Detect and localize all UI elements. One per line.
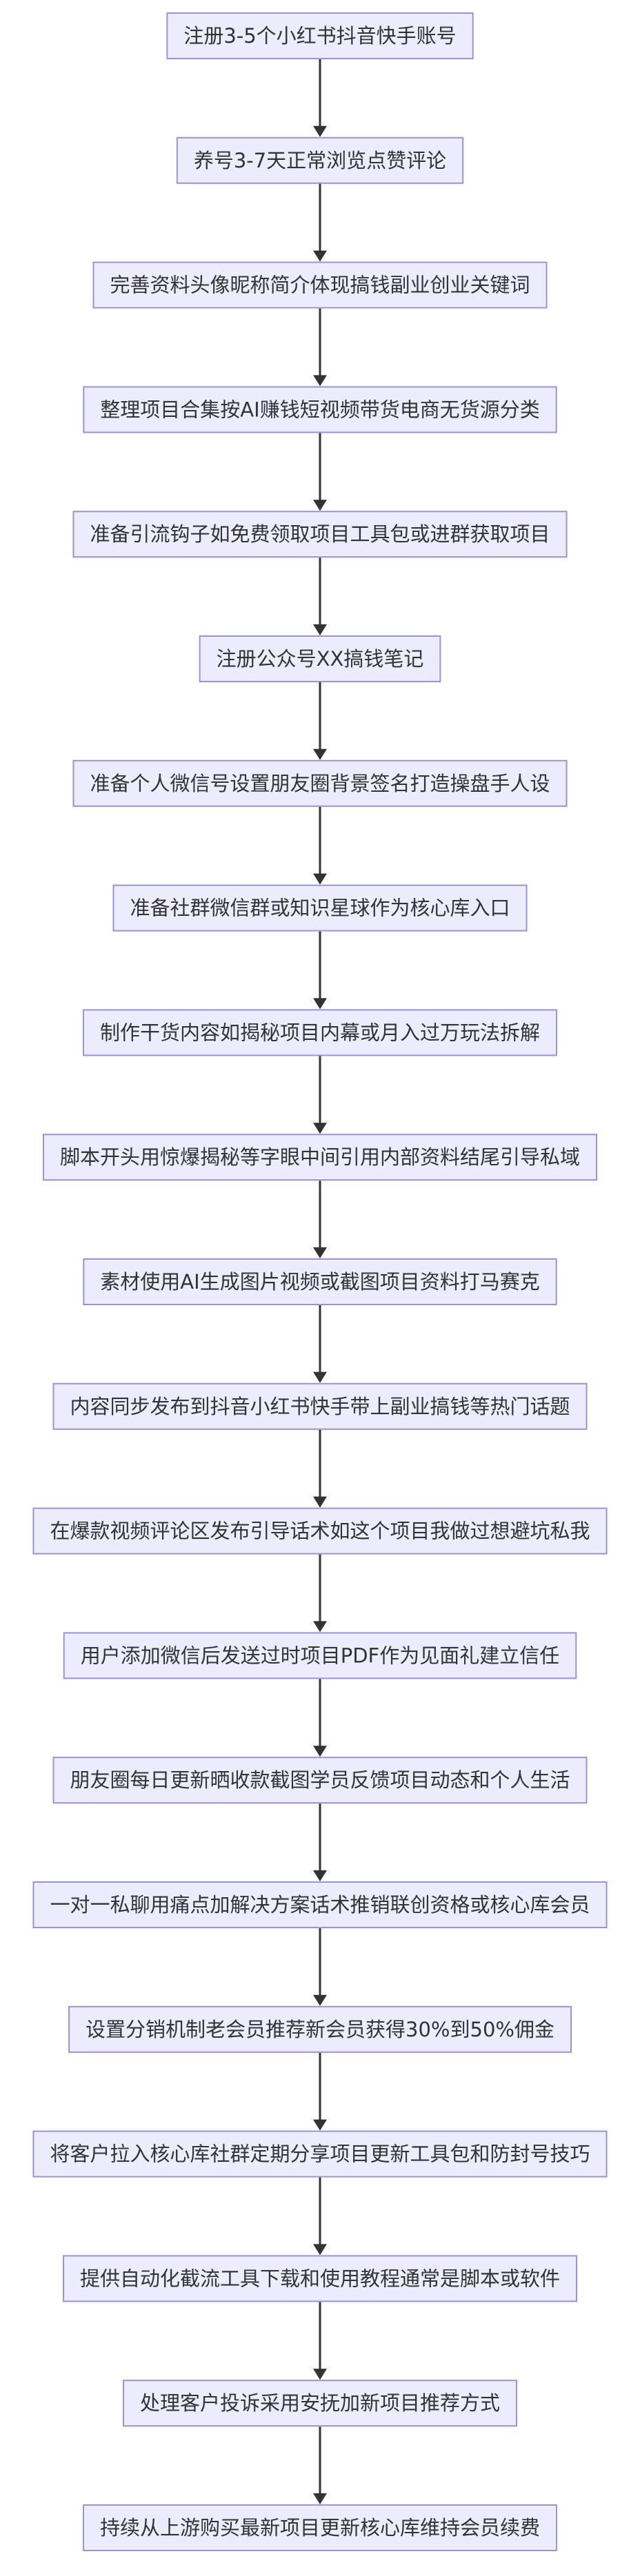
flow-node-box bbox=[122, 2380, 518, 2427]
flowchart-nodes: 注册3-5个小红书抖音快手账号养号3-7天正常浏览点赞评论完善资料头像昵称简介体… bbox=[32, 12, 608, 2551]
flow-node: 整理项目合集按AI赚钱短视频带货电商无货源分类 bbox=[83, 386, 557, 433]
flow-node-label: 设置分销机制老会员推荐新会员获得30%到50%佣金 bbox=[86, 2018, 554, 2041]
flow-node-box bbox=[199, 635, 441, 682]
flow-arrowhead bbox=[313, 375, 327, 387]
flow-arrowhead bbox=[313, 998, 327, 1010]
flow-node: 处理客户投诉采用安抚加新项目推荐方式 bbox=[122, 2380, 518, 2427]
flow-node-box bbox=[68, 2005, 572, 2053]
flow-node-box bbox=[72, 759, 568, 807]
flow-node-label: 准备个人微信号设置朋友圈背景签名打造操盘手人设 bbox=[90, 772, 550, 795]
flow-node-label: 用户添加微信后发送过时项目PDF作为见面礼建立信任 bbox=[81, 1644, 560, 1667]
flow-node-box bbox=[32, 1507, 608, 1555]
flow-node-label: 养号3-7天正常浏览点赞评论 bbox=[194, 149, 446, 172]
flow-node-label: 整理项目合集按AI赚钱短视频带货电商无货源分类 bbox=[100, 398, 539, 421]
flow-node-label: 在爆款视频评论区发布引导话术如这个项目我做过想避坑私我 bbox=[50, 1520, 590, 1543]
flow-arrowhead bbox=[313, 1247, 327, 1258]
flow-node-label: 准备引流钩子如免费领取项目工具包或进群获取项目 bbox=[90, 522, 550, 546]
flow-node-box bbox=[112, 884, 528, 932]
flow-node-label: 脚本开头用惊爆揭秘等字眼中间引用内部资料结尾引导私域 bbox=[60, 1145, 580, 1169]
flow-node-box bbox=[82, 1009, 558, 1056]
flow-node-label: 持续从上游购买最新项目更新核心库维持会员续费 bbox=[100, 2516, 540, 2539]
flow-arrowhead bbox=[313, 125, 327, 137]
flow-node: 素材使用AI生成图片视频或截图项目资料打马赛克 bbox=[83, 1258, 557, 1305]
flow-node: 提供自动化截流工具下载和使用教程通常是脚本或软件 bbox=[62, 2255, 578, 2302]
flow-arrowhead bbox=[313, 500, 327, 511]
flow-node-box bbox=[62, 2255, 578, 2302]
flow-node-label: 注册公众号XX搞钱笔记 bbox=[217, 647, 424, 671]
flow-node-box bbox=[32, 1881, 608, 1928]
flow-node-label: 素材使用AI生成图片视频或截图项目资料打马赛克 bbox=[100, 1270, 539, 1294]
flow-node: 将客户拉入核心库社群定期分享项目更新工具包和防封号技巧 bbox=[32, 2130, 608, 2178]
flow-node: 用户添加微信后发送过时项目PDF作为见面礼建立信任 bbox=[63, 1632, 577, 1679]
flow-node: 注册3-5个小红书抖音快手账号 bbox=[166, 12, 474, 59]
flow-node-label: 准备社群微信群或知识星球作为核心库入口 bbox=[130, 897, 510, 920]
flow-node-box bbox=[82, 2504, 558, 2551]
flow-arrowhead bbox=[313, 2493, 327, 2504]
flow-node-box bbox=[32, 2130, 608, 2178]
flow-arrowhead bbox=[313, 1123, 327, 1134]
flow-node-label: 朋友圈每日更新晒收款截图学员反馈项目动态和个人生活 bbox=[70, 1768, 570, 1792]
flow-arrowhead bbox=[313, 1496, 327, 1508]
flow-node-box bbox=[42, 1134, 598, 1181]
flow-arrowhead bbox=[313, 2119, 327, 2131]
flow-arrowhead bbox=[313, 624, 327, 635]
flow-arrowhead bbox=[313, 2369, 327, 2380]
flow-node-label: 一对一私聊用痛点加解决方案话术推销联创资格或核心库会员 bbox=[50, 1893, 590, 1916]
flow-node: 养号3-7天正常浏览点赞评论 bbox=[176, 136, 464, 184]
flow-node-label: 完善资料头像昵称简介体现搞钱副业创业关键词 bbox=[110, 274, 530, 297]
flow-node: 准备个人微信号设置朋友圈背景签名打造操盘手人设 bbox=[72, 759, 568, 807]
flow-node-box bbox=[176, 136, 464, 184]
flow-node: 朋友圈每日更新晒收款截图学员反馈项目动态和个人生活 bbox=[52, 1757, 588, 1804]
flow-node-box bbox=[92, 261, 548, 309]
flow-node: 准备引流钩子如免费领取项目工具包或进群获取项目 bbox=[72, 511, 568, 558]
flow-node-label: 制作干货内容如揭秘项目内幕或月入过万玩法拆解 bbox=[100, 1021, 540, 1044]
flow-node-box bbox=[83, 386, 557, 433]
flow-arrowhead bbox=[313, 2244, 327, 2256]
flow-arrowhead bbox=[313, 250, 327, 262]
flow-arrowhead bbox=[313, 873, 327, 885]
flow-arrowhead bbox=[313, 1371, 327, 1383]
flow-node-box bbox=[72, 511, 568, 558]
flow-arrowhead bbox=[313, 1621, 327, 1633]
flow-arrowhead bbox=[313, 1746, 327, 1757]
flow-arrowhead bbox=[313, 1870, 327, 1881]
flow-node-box bbox=[52, 1382, 588, 1430]
flowchart-edges bbox=[313, 59, 327, 2504]
flow-node: 设置分销机制老会员推荐新会员获得30%到50%佣金 bbox=[68, 2005, 572, 2053]
flow-node-label: 处理客户投诉采用安抚加新项目推荐方式 bbox=[140, 2391, 500, 2415]
flow-node-label: 内容同步发布到抖音小红书快手带上副业搞钱等热门话题 bbox=[70, 1395, 570, 1418]
flow-node-box bbox=[52, 1757, 588, 1804]
flow-node: 完善资料头像昵称简介体现搞钱副业创业关键词 bbox=[92, 261, 548, 309]
flow-node: 准备社群微信群或知识星球作为核心库入口 bbox=[112, 884, 528, 932]
flow-arrowhead bbox=[313, 1994, 327, 2006]
flow-node-label: 将客户拉入核心库社群定期分享项目更新工具包和防封号技巧 bbox=[50, 2143, 590, 2166]
flow-node-label: 提供自动化截流工具下载和使用教程通常是脚本或软件 bbox=[80, 2267, 560, 2290]
flow-node: 持续从上游购买最新项目更新核心库维持会员续费 bbox=[82, 2504, 558, 2551]
flow-node-box bbox=[83, 1258, 557, 1305]
flow-node-label: 注册3-5个小红书抖音快手账号 bbox=[183, 24, 456, 48]
flow-node: 制作干货内容如揭秘项目内幕或月入过万玩法拆解 bbox=[82, 1009, 558, 1056]
flow-node: 内容同步发布到抖音小红书快手带上副业搞钱等热门话题 bbox=[52, 1382, 588, 1430]
flow-node: 在爆款视频评论区发布引导话术如这个项目我做过想避坑私我 bbox=[32, 1507, 608, 1555]
flow-node: 一对一私聊用痛点加解决方案话术推销联创资格或核心库会员 bbox=[32, 1881, 608, 1928]
flow-node-box bbox=[166, 12, 474, 59]
flow-node: 注册公众号XX搞钱笔记 bbox=[199, 635, 441, 682]
flow-arrowhead bbox=[313, 748, 327, 760]
flow-node-box bbox=[63, 1632, 577, 1679]
flow-node: 脚本开头用惊爆揭秘等字眼中间引用内部资料结尾引导私域 bbox=[42, 1134, 598, 1181]
